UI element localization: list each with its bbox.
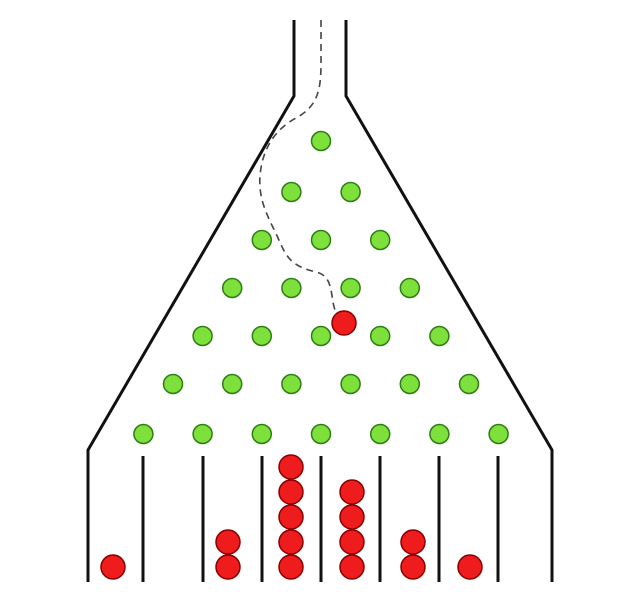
stacked-ball: [278, 479, 304, 505]
stacked-ball: [278, 554, 304, 580]
stacked-ball: [278, 504, 304, 530]
peg: [369, 423, 391, 445]
board-walls: [86, 20, 554, 582]
peg: [458, 373, 480, 395]
stacked-ball: [339, 479, 365, 505]
peg: [340, 373, 361, 395]
peg: [133, 423, 154, 445]
stacked-ball: [278, 529, 304, 555]
left-funnel-wall: [86, 20, 296, 582]
stacked-ball: [400, 554, 426, 580]
peg: [192, 325, 213, 347]
stacked-ball: [339, 529, 365, 555]
peg: [369, 229, 391, 251]
peg: [399, 373, 421, 395]
peg: [281, 277, 302, 299]
peg: [340, 181, 361, 203]
peg: [310, 130, 332, 152]
stacked-ball: [215, 529, 241, 555]
peg-field: [133, 130, 509, 445]
stacked-ball: [278, 454, 304, 480]
falling-ball-layer: [331, 310, 357, 336]
bin-dividers: [141, 456, 500, 582]
peg: [281, 181, 302, 203]
peg: [221, 373, 243, 395]
peg: [192, 423, 213, 445]
stacked-ball: [339, 504, 365, 530]
stacked-ball: [457, 554, 483, 580]
stacked-ball: [100, 554, 126, 580]
right-funnel-wall: [344, 20, 554, 582]
peg: [369, 325, 391, 347]
falling-ball: [331, 310, 357, 336]
peg: [310, 325, 332, 347]
peg: [221, 277, 243, 299]
peg: [251, 229, 273, 251]
peg: [162, 373, 184, 395]
stacked-ball: [400, 529, 426, 555]
peg: [310, 423, 332, 445]
peg: [429, 325, 450, 347]
falling-ball-path: [259, 20, 336, 311]
falling-path-dashed-line: [259, 20, 336, 311]
peg: [251, 325, 273, 347]
bin-ball-stacks: [100, 454, 483, 580]
peg: [281, 373, 302, 395]
peg: [251, 423, 273, 445]
peg: [310, 229, 332, 251]
stacked-ball: [339, 554, 365, 580]
peg: [340, 277, 361, 299]
peg: [488, 423, 509, 445]
peg: [399, 277, 421, 299]
peg: [429, 423, 450, 445]
stacked-ball: [215, 554, 241, 580]
